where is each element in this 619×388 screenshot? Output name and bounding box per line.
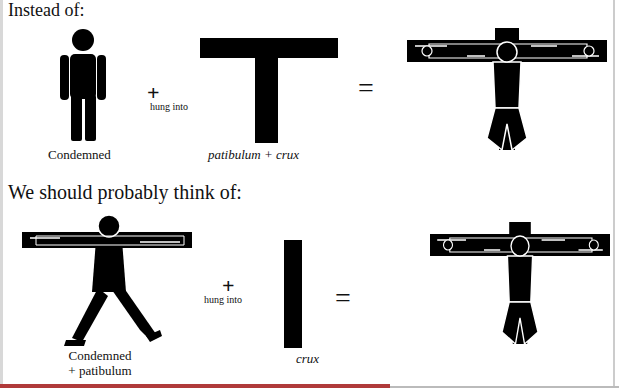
- caption-text: hung into: [204, 294, 242, 306]
- figure-label: Condemned: [48, 148, 111, 163]
- equals-sign: =: [335, 282, 351, 314]
- heading: Instead of:: [8, 0, 84, 21]
- equals-sign: =: [358, 72, 374, 104]
- heading: We should probably think of:: [8, 181, 242, 204]
- figure-label: crux: [296, 352, 319, 367]
- figure-label: patibulum + crux: [208, 148, 299, 163]
- figure-label: Condemned + patibulum: [64, 349, 136, 379]
- caption-text: hung into: [150, 101, 188, 113]
